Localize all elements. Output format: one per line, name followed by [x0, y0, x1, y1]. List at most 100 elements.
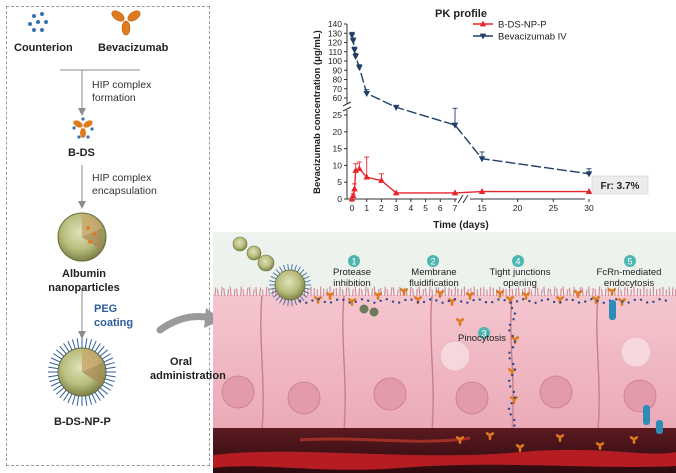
data-point [348, 32, 356, 39]
counterion-dot [652, 300, 655, 304]
step5-label: FcRn-mediated endocytosis [588, 267, 670, 289]
y-tick-label: 120 [328, 38, 342, 48]
y-tick-label: 5 [337, 177, 342, 187]
peg-chain [299, 295, 305, 301]
data-point [351, 185, 358, 192]
counterion-dot [511, 346, 515, 349]
peg-chain [71, 339, 76, 350]
counterion-dot [509, 301, 512, 304]
counterion-dot [513, 418, 516, 422]
counterion-dot [627, 301, 630, 304]
counterion-dot [491, 300, 494, 304]
counterion-dot [385, 298, 388, 301]
cell-nucleus [623, 379, 657, 413]
peg-chain [101, 353, 111, 360]
counterion-dot [615, 298, 618, 301]
counterion-dot [305, 301, 308, 304]
microvillus [227, 288, 230, 297]
microvillus [367, 288, 370, 297]
drug-molecule [485, 432, 495, 440]
peg-chain [48, 374, 59, 378]
peg-chain [59, 389, 67, 399]
step5-label-line1: FcRn-mediated [596, 267, 662, 278]
microvillus [600, 288, 603, 297]
step2-line1: HIP complex [92, 172, 152, 184]
peg-chain [303, 276, 310, 280]
counterion-dot [311, 299, 314, 302]
peg-chain [304, 280, 311, 283]
microvillus [444, 286, 446, 297]
peg-chain [55, 349, 65, 357]
y-tick-label: 90 [333, 65, 343, 75]
counterion-dot [633, 298, 636, 302]
peg-chain [272, 293, 279, 298]
step1-label-line1: Protease [332, 267, 372, 278]
microvillus [418, 286, 421, 297]
counterion-dot [441, 301, 444, 304]
peg-chain [299, 269, 305, 275]
counterion-dot [658, 298, 661, 301]
microvillus [352, 289, 354, 297]
cell-nucleus [455, 381, 489, 415]
microvillus [220, 286, 223, 297]
peg-chain [67, 340, 73, 351]
microvillus [214, 287, 217, 297]
peg-chain [50, 381, 61, 387]
step-badge-1: 1 [348, 255, 360, 267]
intestine-tissue [213, 232, 676, 473]
pinocytosis-vesicle [439, 340, 471, 372]
peg-chain [84, 338, 88, 349]
y-tick-label: 140 [328, 19, 342, 29]
counterion-dot [509, 413, 512, 416]
peg-chain [71, 394, 76, 405]
cell-border [342, 295, 346, 431]
counterion-dot [559, 301, 562, 304]
step-badge-number: 5 [627, 256, 632, 266]
step1-line1: HIP complex [92, 79, 152, 91]
counterion-dot [512, 318, 515, 321]
counterion-dot [513, 312, 517, 315]
microvillus [560, 288, 562, 297]
peg-chain [303, 290, 310, 294]
peg-chain [88, 339, 93, 350]
peg-chain [105, 374, 116, 378]
counterion-icon [28, 12, 48, 32]
cell-border [430, 295, 434, 431]
process-flow-panel [6, 6, 210, 466]
bevacizumab-label: Bevacizumab [98, 42, 169, 54]
microvillus [371, 288, 374, 297]
peg-chain [297, 266, 301, 273]
microvillus [549, 288, 552, 297]
counterion-dot [507, 407, 511, 410]
counterion-dot [398, 301, 401, 304]
peg-chain [294, 264, 297, 271]
peg-chain [49, 378, 60, 383]
drug-molecule [455, 436, 465, 444]
microvillus [255, 287, 258, 297]
peg-chain [104, 361, 115, 366]
y-tick-label: 60 [333, 93, 343, 103]
series-line [351, 167, 589, 200]
counterion-dot [404, 298, 407, 302]
counterion-dot [379, 299, 382, 303]
microvillus [428, 286, 431, 297]
step2-label-line2: fluidification [409, 278, 459, 289]
x-tick-label: 4 [408, 203, 413, 213]
peg-chain [63, 391, 70, 401]
pk-chart: PK profile607080901001101201301400510152… [312, 8, 649, 231]
step-badge-number: 2 [430, 256, 435, 266]
x-tick-label: 20 [513, 203, 523, 213]
drug-molecule [629, 436, 639, 444]
counterion-dot [472, 298, 475, 302]
peg-chain [294, 299, 297, 306]
data-point [451, 189, 459, 196]
step4-label-line2: opening [503, 278, 537, 289]
counterion-label: Counterion [14, 42, 73, 54]
microvillus [390, 287, 393, 297]
counterion-dot [508, 379, 511, 382]
y-tick-label: 110 [328, 47, 342, 57]
oral-line1: Oral [169, 356, 192, 368]
counterion-dot [348, 301, 351, 304]
counterion-dot [577, 301, 581, 304]
counterion-dot [571, 298, 574, 302]
